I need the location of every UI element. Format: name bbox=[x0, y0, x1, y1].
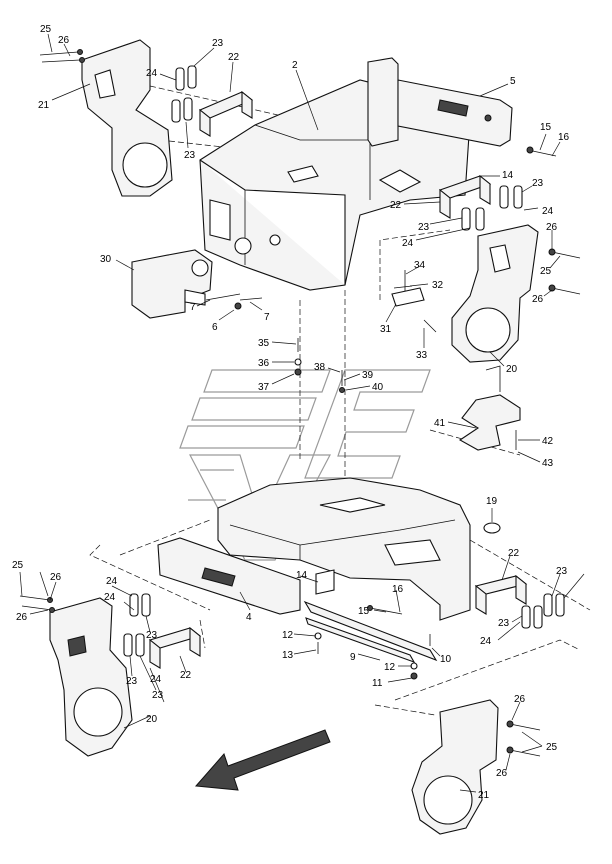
callout-26: 26 bbox=[58, 35, 70, 46]
leader-lines bbox=[19, 33, 585, 793]
callout-24: 24 bbox=[146, 68, 158, 79]
callout-40: 40 bbox=[372, 382, 384, 393]
rear-post-part-5 bbox=[367, 57, 513, 147]
callout-24: 24 bbox=[402, 238, 414, 249]
callout-25: 25 bbox=[546, 742, 558, 753]
callout-32: 32 bbox=[432, 280, 444, 291]
callout-21: 21 bbox=[38, 100, 50, 111]
callout-24: 24 bbox=[104, 592, 116, 603]
callout-24: 24 bbox=[106, 576, 118, 587]
hydraulic-unit-part-30 bbox=[131, 249, 213, 319]
callout-25: 25 bbox=[540, 266, 552, 277]
callout-26: 26 bbox=[546, 222, 558, 233]
callout-13: 13 bbox=[282, 650, 294, 661]
callout-22: 22 bbox=[390, 200, 402, 211]
callout-23: 23 bbox=[152, 690, 164, 701]
callout-42: 42 bbox=[542, 436, 554, 447]
callout-36: 36 bbox=[258, 358, 270, 369]
upper-frame-part-2 bbox=[199, 79, 471, 291]
callout-23: 23 bbox=[212, 38, 224, 49]
callout-15: 15 bbox=[540, 122, 552, 133]
clamp-brackets bbox=[123, 65, 565, 669]
callout-23: 23 bbox=[418, 222, 430, 233]
callout-5: 5 bbox=[510, 76, 516, 87]
callout-43: 43 bbox=[542, 458, 554, 469]
callout-22: 22 bbox=[508, 548, 520, 559]
callout-9: 9 bbox=[350, 652, 356, 663]
bracket-part-21-lower bbox=[411, 699, 499, 835]
callout-26: 26 bbox=[16, 612, 28, 623]
callout-14: 14 bbox=[296, 570, 308, 581]
direction-arrow-icon bbox=[194, 729, 331, 791]
front-bumper-part-4 bbox=[157, 537, 301, 615]
callout-10: 10 bbox=[440, 654, 452, 665]
callout-23: 23 bbox=[498, 618, 510, 629]
watermark-logo bbox=[179, 369, 431, 561]
callout-38: 38 bbox=[314, 362, 326, 373]
callout-41: 41 bbox=[434, 418, 446, 429]
callout-11: 11 bbox=[372, 678, 383, 689]
callout-labels: 25 26 21 23 22 24 23 2 5 15 16 14 23 22 … bbox=[12, 24, 570, 801]
bracket-part-20-upper bbox=[451, 224, 539, 363]
slide-rails-part-9-10 bbox=[303, 600, 438, 664]
bracket-part-21-upper bbox=[81, 39, 173, 197]
callout-23: 23 bbox=[126, 676, 138, 687]
callout-22: 22 bbox=[228, 52, 240, 63]
callout-20: 20 bbox=[506, 364, 518, 375]
callout-26: 26 bbox=[50, 572, 62, 583]
callout-23: 23 bbox=[184, 150, 196, 161]
callout-24: 24 bbox=[480, 636, 492, 647]
callout-15: 15 bbox=[358, 606, 370, 617]
callout-7: 7 bbox=[264, 312, 270, 323]
callout-14: 14 bbox=[502, 170, 514, 181]
callout-20: 20 bbox=[146, 714, 158, 725]
callout-33: 33 bbox=[416, 350, 428, 361]
callout-31: 31 bbox=[380, 324, 392, 335]
callout-23: 23 bbox=[556, 566, 568, 577]
callout-34: 34 bbox=[414, 260, 426, 271]
callout-35: 35 bbox=[258, 338, 270, 349]
bracket-part-20-lower bbox=[49, 597, 133, 757]
callout-21: 21 bbox=[478, 790, 490, 801]
assembly-lines bbox=[89, 85, 591, 716]
callout-30: 30 bbox=[100, 254, 112, 265]
lower-frame bbox=[217, 477, 471, 621]
callout-16: 16 bbox=[558, 132, 570, 143]
callout-16: 16 bbox=[392, 584, 404, 595]
callout-23: 23 bbox=[146, 630, 158, 641]
callout-7: 7 bbox=[190, 302, 196, 313]
callout-37: 37 bbox=[258, 382, 270, 393]
bolts-and-hardware bbox=[19, 49, 581, 757]
callout-24: 24 bbox=[150, 674, 162, 685]
callout-23: 23 bbox=[532, 178, 544, 189]
callout-12: 12 bbox=[384, 662, 396, 673]
callout-39: 39 bbox=[362, 370, 374, 381]
callout-2: 2 bbox=[292, 60, 298, 71]
callout-26: 26 bbox=[514, 694, 526, 705]
callout-25: 25 bbox=[40, 24, 52, 35]
callout-4: 4 bbox=[246, 612, 252, 623]
callout-24: 24 bbox=[542, 206, 554, 217]
callout-22: 22 bbox=[180, 670, 192, 681]
callout-12: 12 bbox=[282, 630, 294, 641]
callout-6: 6 bbox=[212, 322, 218, 333]
callout-26: 26 bbox=[496, 768, 508, 779]
bracket-part-41 bbox=[458, 365, 521, 451]
callout-19: 19 bbox=[486, 496, 498, 507]
callout-25: 25 bbox=[12, 560, 24, 571]
callout-26: 26 bbox=[532, 294, 544, 305]
